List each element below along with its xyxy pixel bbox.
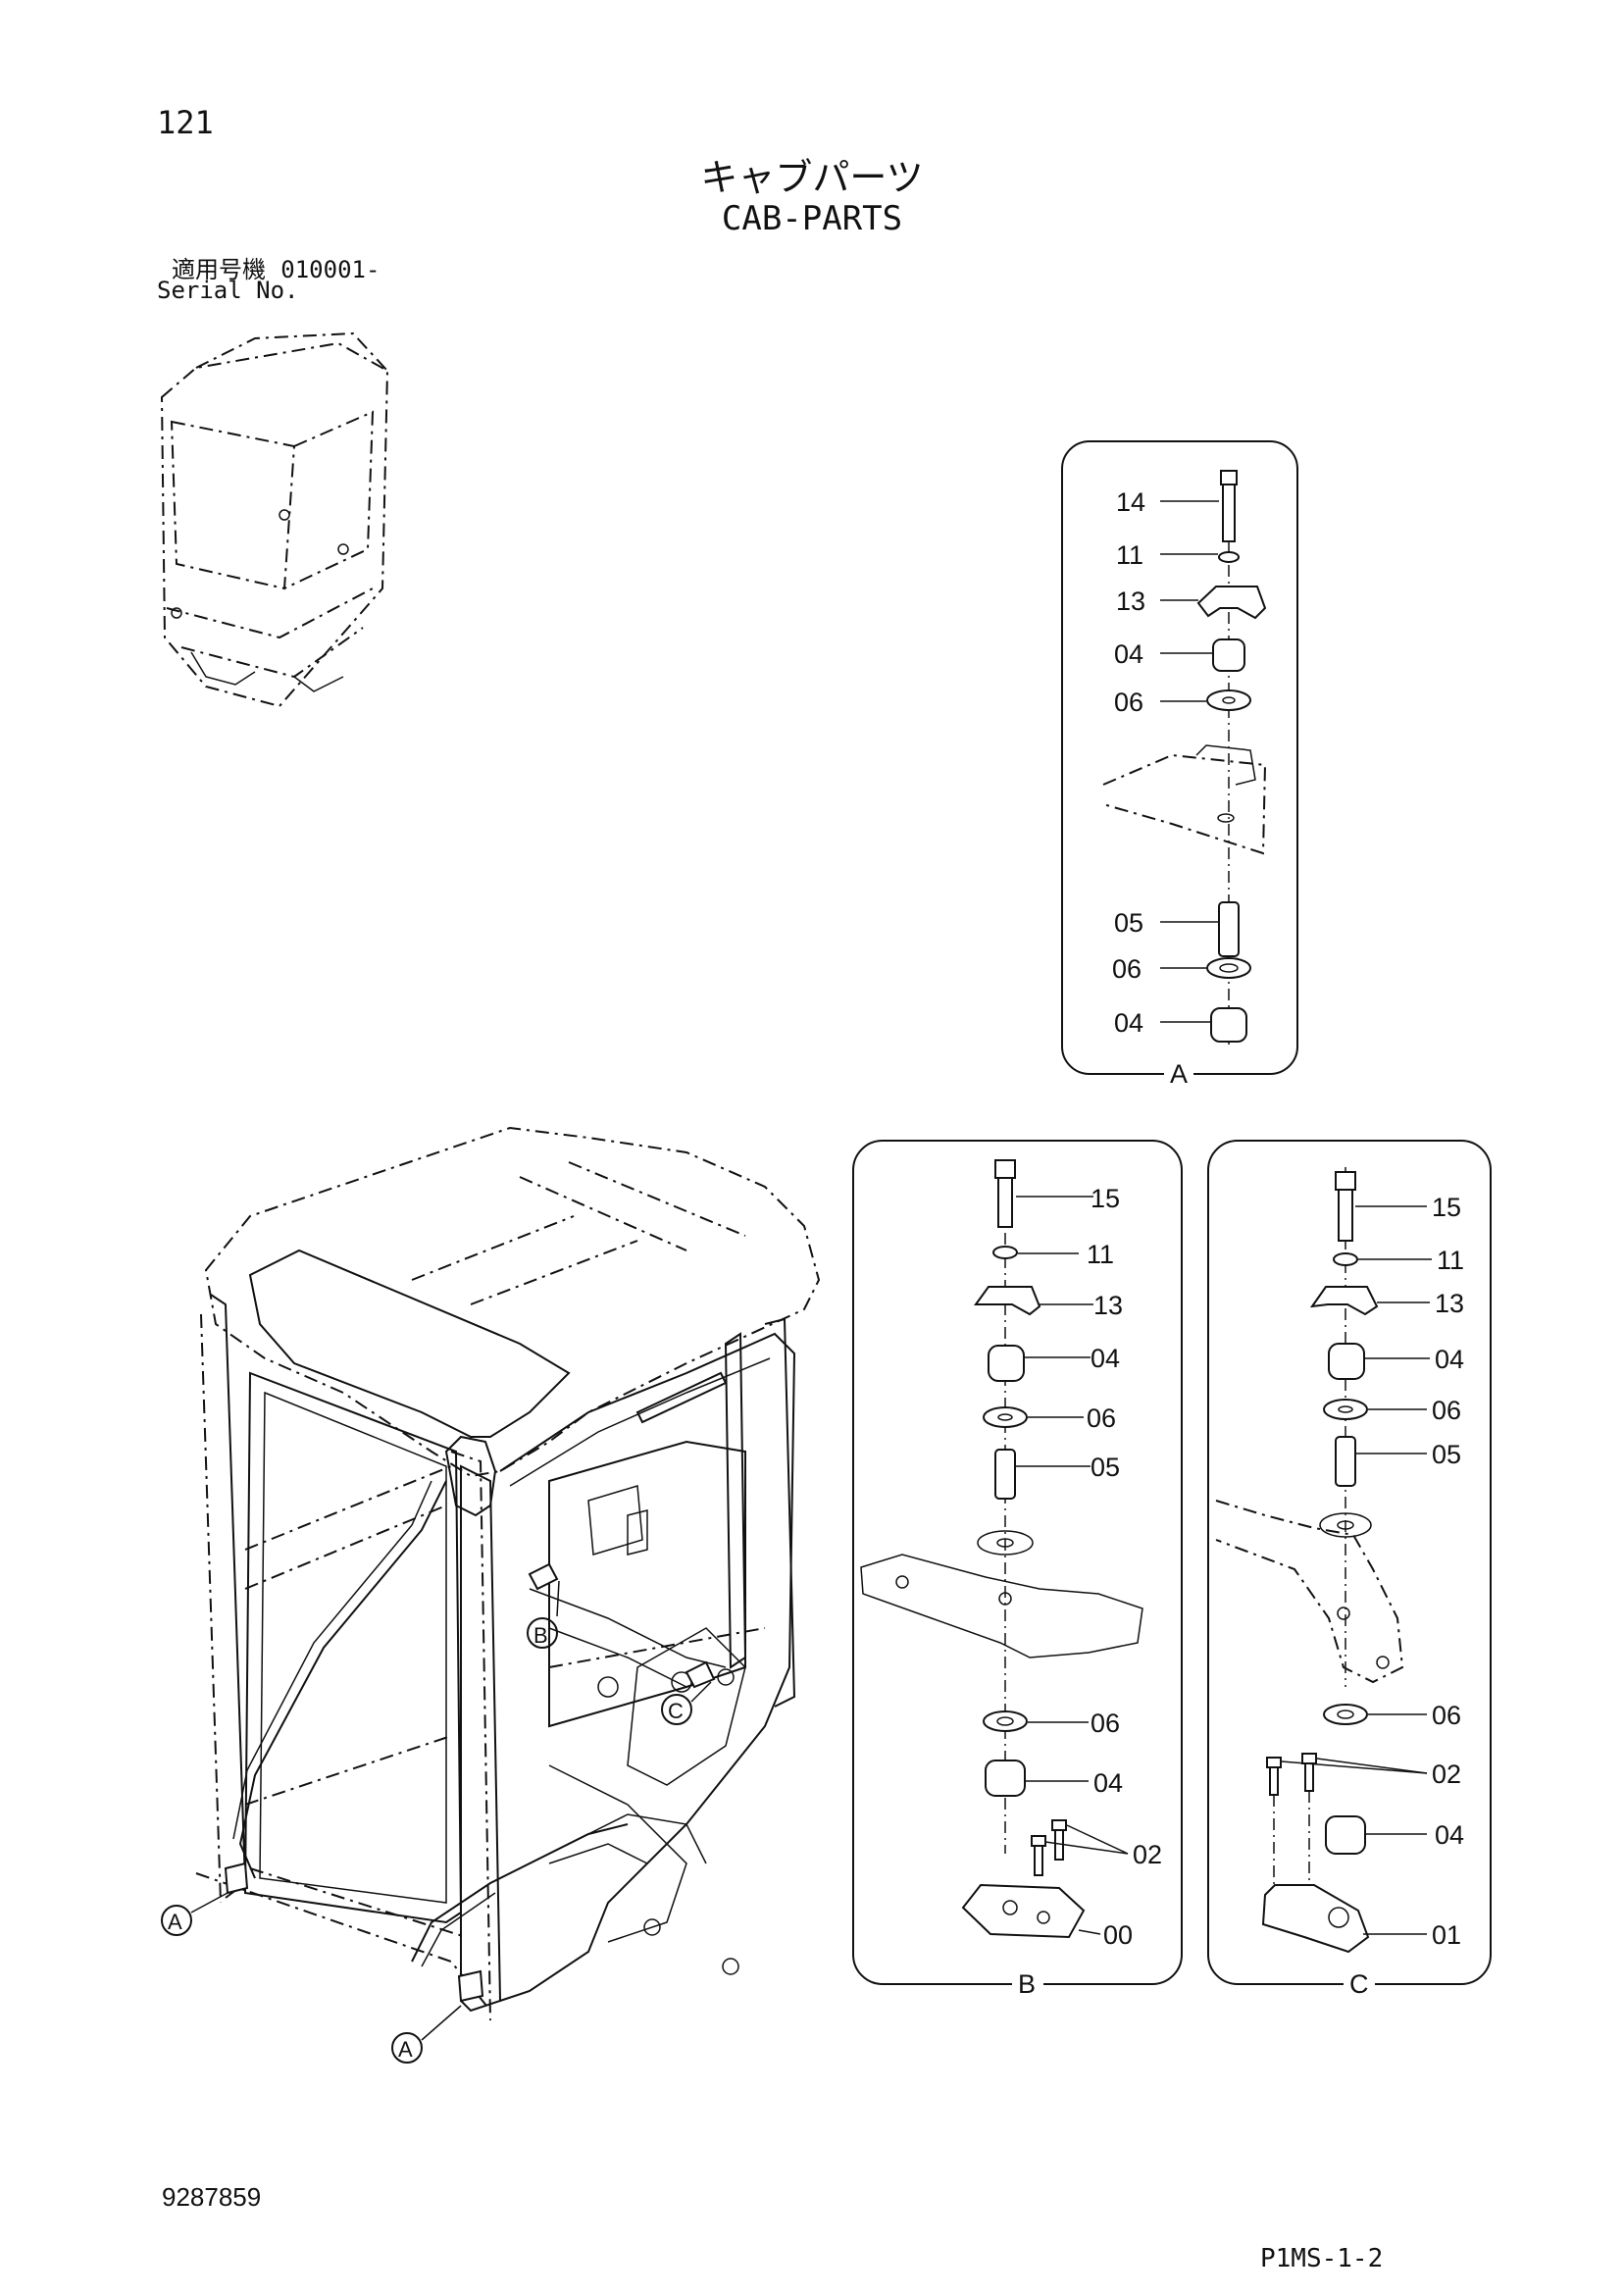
main-markers: B C A A	[161, 1580, 712, 2064]
callout-b-15: 15	[1091, 1184, 1120, 1213]
callout-b-13: 13	[1093, 1291, 1123, 1320]
page-title-jp: キャブパーツ	[700, 156, 924, 199]
callout-c-02: 02	[1432, 1760, 1461, 1789]
serial-label-en: Serial No.	[157, 277, 299, 304]
callout-c-04: 04	[1435, 1345, 1464, 1374]
detail-a-frame	[1061, 440, 1298, 1075]
callout-b-05: 05	[1091, 1453, 1120, 1482]
callout-c-06b: 06	[1432, 1701, 1461, 1730]
callout-b-06b: 06	[1091, 1709, 1120, 1738]
callout-a-14: 14	[1116, 487, 1145, 517]
page-code: P1MS-1-2	[1260, 2244, 1384, 2273]
callout-a-04b: 04	[1114, 1008, 1143, 1038]
callout-c-11: 11	[1437, 1246, 1464, 1275]
serial-value: 010001-	[280, 256, 381, 283]
callout-b-11: 11	[1087, 1240, 1114, 1269]
callout-b-04b: 04	[1093, 1768, 1123, 1798]
callout-c-06: 06	[1432, 1396, 1461, 1425]
callout-a-06: 06	[1114, 688, 1143, 717]
callout-a-04: 04	[1114, 639, 1143, 669]
detail-b: 15 11 13 04 06 05 06 04 02 00 B	[852, 1140, 1183, 1999]
callout-a-13: 13	[1116, 587, 1145, 616]
marker-a1: A	[168, 1910, 182, 1934]
callout-b-06: 06	[1087, 1403, 1116, 1433]
marker-a1-circle	[161, 1905, 192, 1936]
callout-b-04: 04	[1091, 1344, 1120, 1373]
callout-a-06b: 06	[1112, 954, 1142, 984]
marker-c-circle	[661, 1694, 692, 1725]
callout-c-05: 05	[1432, 1440, 1461, 1469]
serial-label-jp-text: 適用号機	[172, 256, 266, 283]
main-cab-drawing	[195, 1126, 821, 2021]
detail-c-label: C	[1349, 1969, 1369, 1999]
document-id: 9287859	[162, 2182, 262, 2212]
callout-a-11: 11	[1116, 540, 1143, 570]
callout-c-13: 13	[1435, 1289, 1464, 1318]
page-number: 121	[157, 104, 214, 141]
marker-b-circle	[527, 1617, 558, 1649]
callout-b-00: 00	[1103, 1920, 1133, 1950]
callout-c-04b: 04	[1435, 1820, 1464, 1850]
callout-c-15: 15	[1432, 1193, 1461, 1222]
callout-c-01: 01	[1432, 1920, 1461, 1950]
marker-c: C	[668, 1699, 684, 1723]
serial-label-jp: 適用号機 010001-	[172, 250, 380, 284]
detail-c: 15 11 13 04 06 05 06 02 04 01 C	[1207, 1140, 1492, 1999]
overview-cab-thumbnail	[160, 332, 389, 708]
marker-a2-circle	[391, 2032, 423, 2064]
callout-b-02: 02	[1133, 1840, 1162, 1869]
detail-a-label: A	[1170, 1059, 1188, 1089]
callout-a-05: 05	[1114, 908, 1143, 938]
detail-a: 14 11 13 04 06 05 06 04 A	[1061, 440, 1298, 1089]
marker-b: B	[533, 1623, 548, 1648]
detail-b-label: B	[1018, 1969, 1036, 1999]
page-title-en: CAB-PARTS	[721, 199, 903, 238]
marker-a2: A	[398, 2037, 413, 2062]
